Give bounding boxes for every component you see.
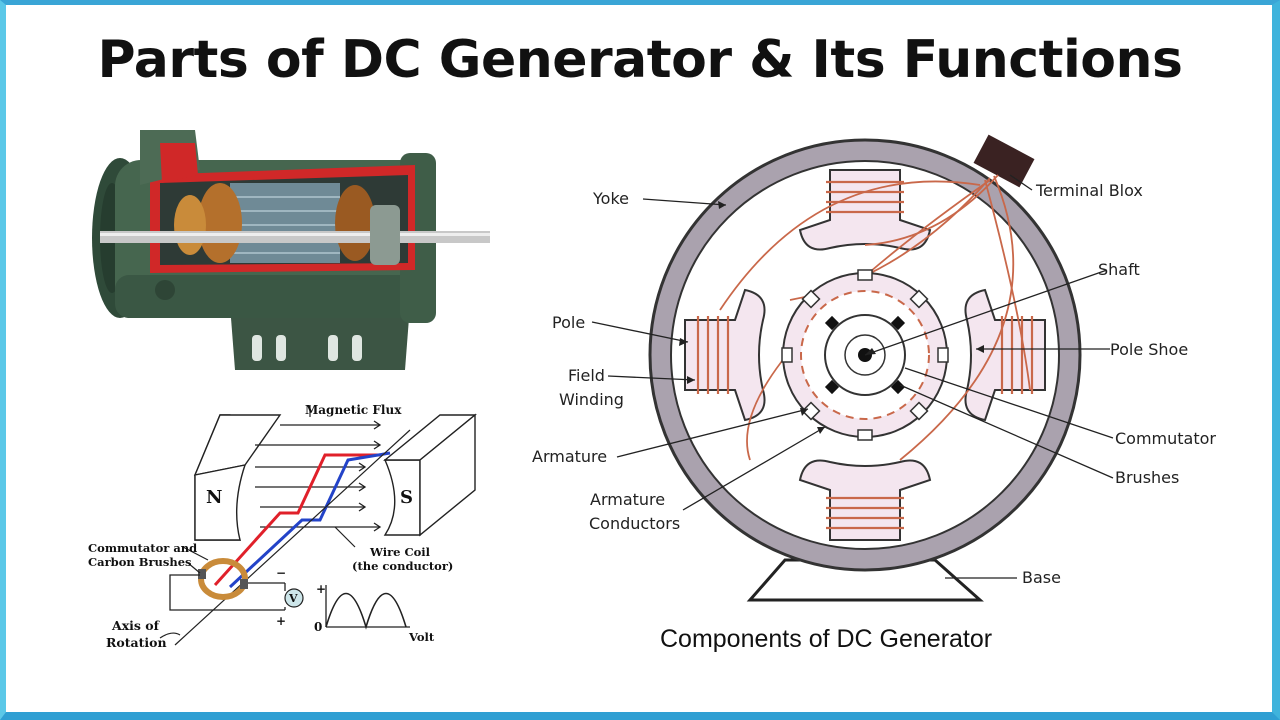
winding-label: Winding (559, 390, 624, 409)
commutator-label: Commutator (1115, 429, 1216, 448)
axis-label-line1: Axis of (111, 618, 161, 633)
armature-label: Armature (532, 447, 607, 466)
terminal-blox-label: Terminal Blox (1035, 181, 1143, 200)
commutator-label-line1: Commutator and (88, 541, 197, 555)
pole-shoe-label: Pole Shoe (1110, 340, 1188, 359)
commutator-label-line2: Carbon Brushes (88, 555, 192, 569)
magnetic-flux-label: Magnetic Flux (305, 403, 402, 417)
south-pole-label: S (400, 487, 413, 508)
field-winding (696, 180, 1034, 530)
components-diagram: Yoke Terminal Blox Shaft Pole Pole Shoe … (532, 134, 1216, 653)
base (746, 558, 984, 602)
armature-conductors-label-line2: Conductors (589, 514, 680, 533)
south-magnet (383, 459, 421, 536)
wire-coil-label-line2: (the conductor) (352, 559, 453, 573)
brushes-label: Brushes (1115, 468, 1179, 487)
page-title: Parts of DC Generator & Its Functions (97, 30, 1183, 90)
rectified-voltage-waveform (325, 592, 407, 630)
brushes (824, 315, 906, 395)
bottom-pole (798, 459, 932, 541)
field-label: Field (568, 366, 605, 385)
minus-label: − (276, 566, 286, 580)
north-pole-label: N (206, 487, 222, 508)
right-pole (964, 288, 1046, 422)
plus-label: + (276, 614, 286, 628)
base-label: Base (1022, 568, 1061, 587)
axis-label-line2: Rotation (106, 635, 167, 650)
voltmeter-label: V (288, 592, 298, 605)
generator-principle-diagram: Magnetic Flux N S Commutator and Carbon … (88, 403, 477, 650)
graph-zero-label: 0 (314, 620, 322, 634)
pole-label: Pole (552, 313, 585, 332)
volt-label: Volt (408, 630, 435, 644)
yoke-label: Yoke (592, 189, 629, 208)
left-pole (684, 288, 766, 422)
graph-plus-label: + (316, 582, 326, 596)
components-caption: Components of DC Generator (660, 625, 992, 653)
voltmeter-icon (284, 588, 304, 608)
wire-coil-label-line1: Wire Coil (369, 545, 431, 559)
shaft-label: Shaft (1098, 260, 1140, 279)
armature-conductors-label-line1: Armature (590, 490, 665, 509)
terminal-box (973, 134, 1035, 188)
motor-cutaway-illustration (92, 130, 490, 370)
